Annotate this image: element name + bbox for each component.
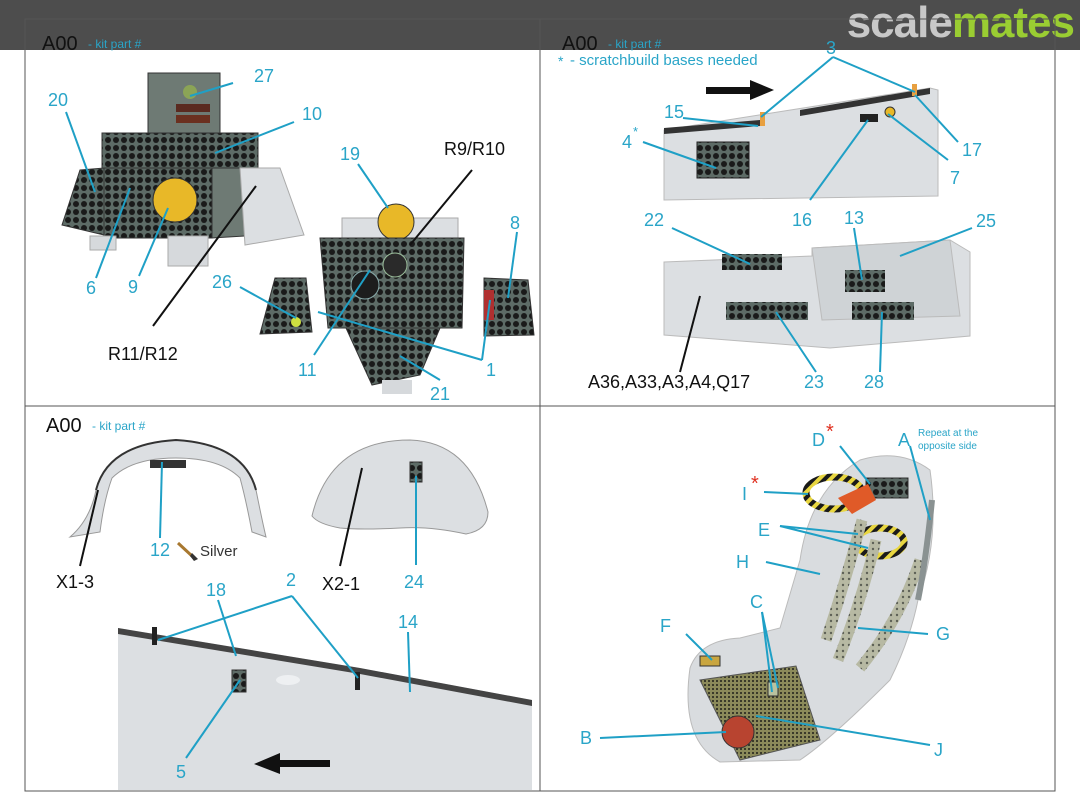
q4-callouts: D * A Repeat at the opposite side I * E …: [580, 421, 978, 760]
callout-I-star: *: [751, 473, 759, 495]
callout-2: 2: [286, 570, 296, 590]
callout-R11-R12: R11/R12: [108, 344, 178, 364]
callout-D: D: [812, 430, 825, 450]
callout-G: G: [936, 624, 950, 644]
callout-15: 15: [664, 102, 684, 122]
q2-leaders: [642, 56, 973, 373]
callout-A: A: [898, 430, 910, 450]
callout-26: 26: [212, 272, 232, 292]
callout-6: 6: [86, 278, 96, 298]
q1-front-panel-art: [259, 203, 535, 394]
q1-legend: A00 - kit part #: [42, 33, 142, 55]
svg-text:- kit part #: - kit part #: [92, 419, 146, 433]
callout-I: I: [742, 484, 747, 504]
callout-27: 27: [254, 66, 274, 86]
svg-text:- kit part #: - kit part #: [608, 37, 662, 51]
q4-seat-art: [687, 455, 935, 763]
svg-text:A00: A00: [46, 415, 82, 437]
callout-10: 10: [302, 104, 322, 124]
direction-arrow-right: [706, 80, 774, 100]
callout-16: 16: [792, 210, 812, 230]
callout-X2-1: X2-1: [322, 574, 360, 594]
scalemates-logo: scalemates: [846, 0, 1075, 47]
callout-21: 21: [430, 384, 450, 404]
callout-14: 14: [398, 612, 418, 632]
callout-H: H: [736, 552, 749, 572]
q2-lower-console-art: [663, 239, 971, 349]
paintbrush-icon: [176, 541, 198, 561]
callout-F: F: [660, 616, 671, 636]
q4-leaders: [599, 445, 931, 746]
q2-black-leaders: [679, 295, 701, 373]
q2-callouts: 3 15 4 * 17 7 16 22 13 25 A36,A33,A3,A4,…: [588, 38, 996, 392]
svg-text:*: *: [558, 53, 564, 69]
callout-D-star: *: [826, 421, 834, 443]
callout-4-star: *: [633, 124, 638, 139]
paint-silver: Silver: [200, 543, 238, 560]
callout-23: 23: [804, 372, 824, 392]
callout-9: 9: [128, 277, 138, 297]
q3-leaders: [157, 461, 417, 759]
callout-19: 19: [340, 144, 360, 164]
q1-leaders: [65, 82, 518, 381]
callout-22: 22: [644, 210, 664, 230]
callout-13: 13: [844, 208, 864, 228]
q3-legend: A00 - kit part #: [46, 415, 146, 437]
q3-canopy-rear-art: [311, 439, 489, 535]
callout-E: E: [758, 520, 770, 540]
callout-11: 11: [298, 360, 317, 380]
callout-8: 8: [510, 213, 520, 233]
callout-18: 18: [206, 580, 226, 600]
q1-black-leaders: [152, 169, 473, 327]
direction-arrow-left: [254, 753, 330, 774]
note-line-1: Repeat at the: [918, 428, 978, 439]
callout-R9-R10: R9/R10: [444, 139, 505, 159]
callout-24: 24: [404, 572, 424, 592]
callout-7: 7: [950, 168, 960, 188]
callout-17: 17: [962, 140, 982, 160]
q2-upper-console-art: [663, 84, 939, 201]
q3-canopy-front-art: [68, 438, 267, 538]
note-line-2: opposite side: [918, 441, 977, 452]
callout-part-list: A36,A33,A3,A4,Q17: [588, 372, 750, 392]
instruction-sheet: A00 - kit part #: [24, 18, 1056, 792]
callout-5: 5: [176, 762, 186, 782]
callout-C: C: [750, 592, 763, 612]
callout-3: 3: [826, 38, 836, 58]
q3-callouts: 12 Silver X1-3 X2-1 24 18 2 14 5: [56, 540, 424, 782]
svg-text:- scratchbuild bases needed: - scratchbuild bases needed: [570, 52, 758, 69]
callout-B: B: [580, 728, 592, 748]
callout-1: 1: [486, 360, 496, 380]
svg-text:A00: A00: [42, 33, 78, 55]
svg-text:A00: A00: [562, 33, 598, 55]
svg-text:- kit part #: - kit part #: [88, 37, 142, 51]
callout-25: 25: [976, 211, 996, 231]
q3-black-leaders: [79, 467, 363, 567]
callout-X1-3: X1-3: [56, 572, 94, 592]
panel-grid: [24, 18, 1056, 792]
callout-20: 20: [48, 90, 68, 110]
callout-J: J: [934, 740, 943, 760]
q1-rear-panel-art: [61, 72, 305, 267]
q3-sill-art: [118, 627, 532, 790]
callout-28: 28: [864, 372, 884, 392]
q1-callouts: 20 27 10 R9/R10 19 8 6 9 26 11 1 21 R11/…: [48, 66, 520, 404]
callout-12: 12: [150, 540, 170, 560]
callout-4: 4: [622, 132, 632, 152]
q2-legend: A00 - kit part # * - scratchbuild bases …: [558, 33, 758, 69]
